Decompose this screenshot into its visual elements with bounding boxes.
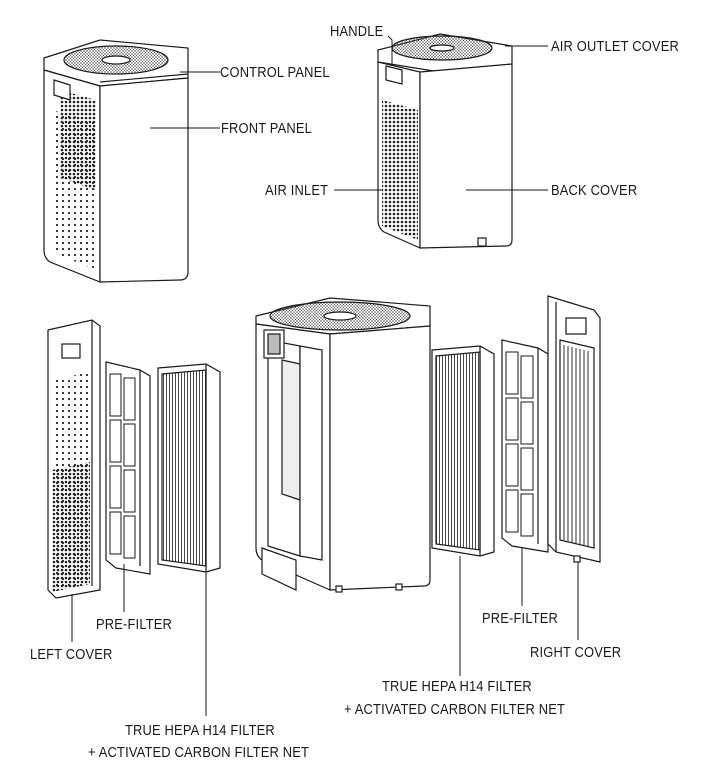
label-hepa-right-line2: + ACTIVATED CARBON FILTER NET xyxy=(344,701,566,718)
leader-lines xyxy=(71,35,579,716)
label-back-cover: BACK COVER xyxy=(551,182,638,199)
label-hepa-right-line1: TRUE HEPA H14 FILTER xyxy=(382,678,532,695)
label-air-inlet: AIR INLET xyxy=(265,182,329,199)
label-control-panel: CONTROL PANEL xyxy=(220,64,330,81)
label-hepa-left-line1: TRUE HEPA H14 FILTER xyxy=(125,722,275,739)
label-right-cover: RIGHT COVER xyxy=(530,644,622,661)
label-handle: HANDLE xyxy=(330,23,384,40)
right-cover-part xyxy=(547,295,601,563)
label-pre-filter-left: PRE-FILTER xyxy=(96,616,173,633)
right-hepa-filter-part xyxy=(431,345,495,557)
unit-front-view xyxy=(43,39,189,283)
label-hepa-left-line2: + ACTIVATED CARBON FILTER NET xyxy=(88,744,310,761)
label-pre-filter-right: PRE-FILTER xyxy=(482,610,559,627)
right-pre-filter-part xyxy=(501,339,549,553)
label-front-panel: FRONT PANEL xyxy=(221,120,313,137)
label-air-outlet-cover: AIR OUTLET COVER xyxy=(551,38,679,55)
label-left-cover: LEFT COVER xyxy=(30,646,113,663)
left-hepa-filter-part xyxy=(157,363,221,573)
left-pre-filter-part xyxy=(105,361,151,575)
unit-back-view xyxy=(377,33,513,249)
main-body-part xyxy=(255,297,431,593)
left-cover-part xyxy=(47,319,101,599)
